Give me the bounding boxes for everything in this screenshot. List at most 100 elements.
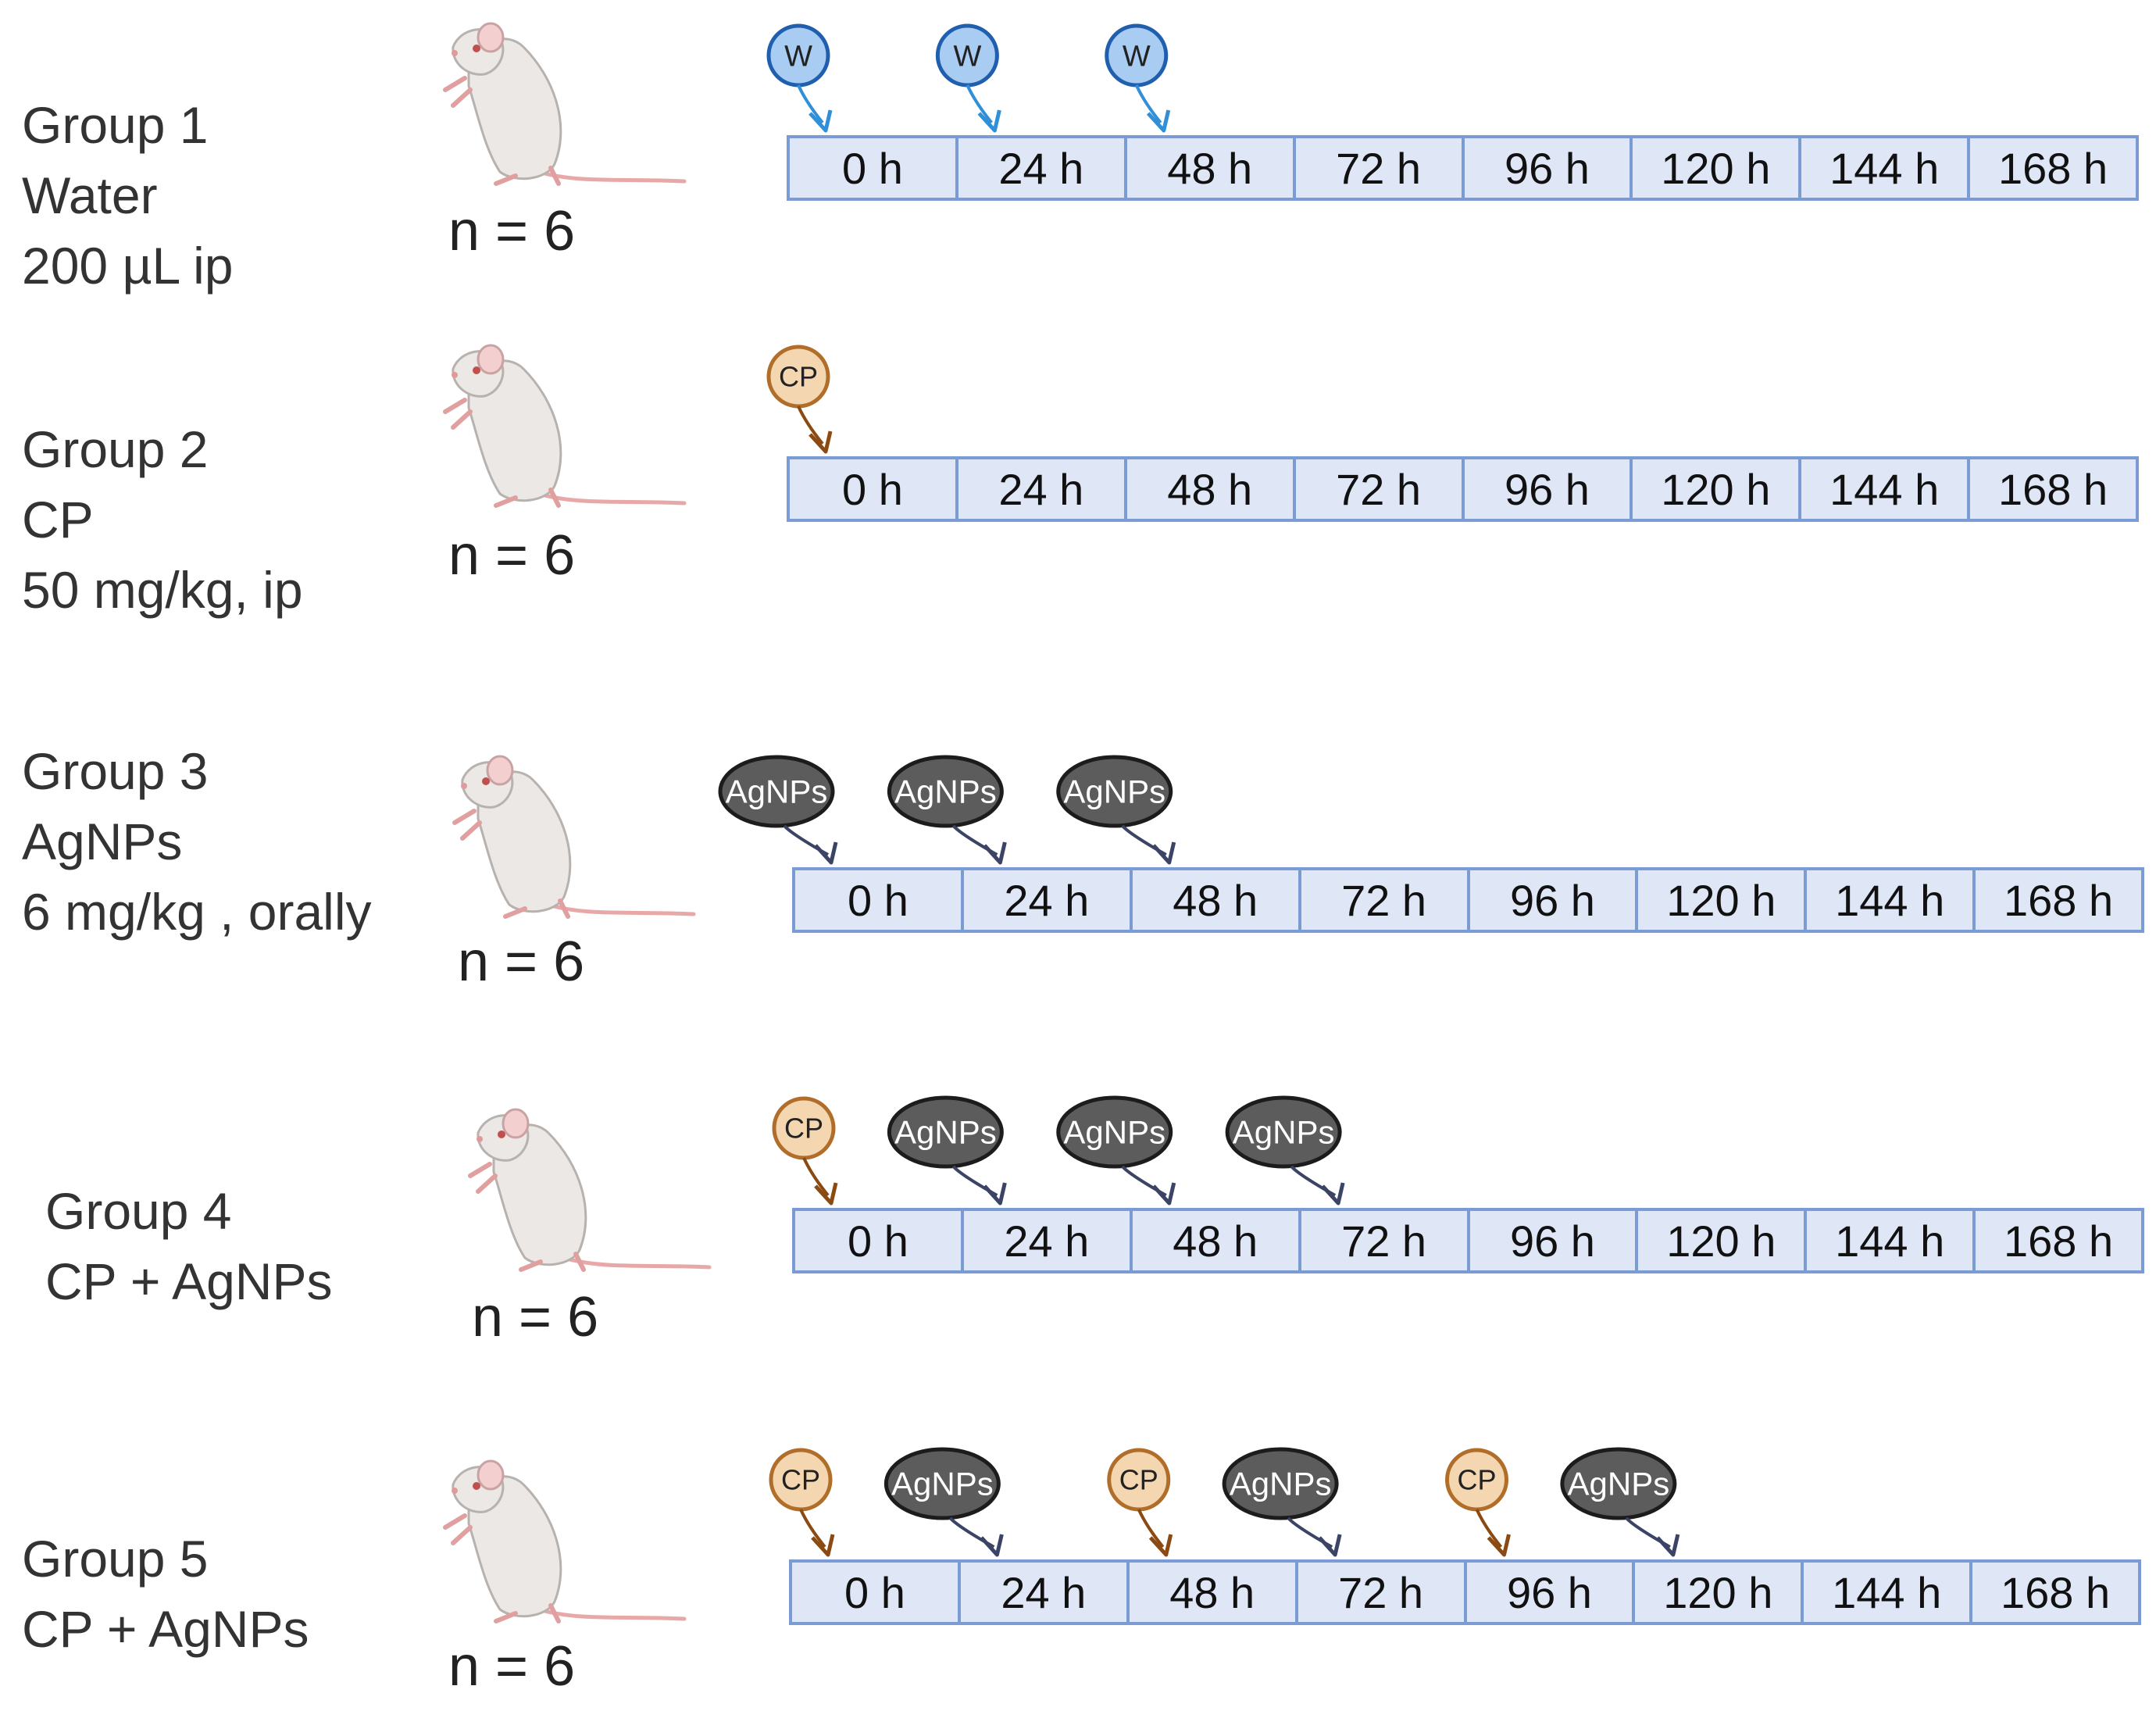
agnps-badge — [1222, 1447, 1339, 1520]
timepoint-cell: 168 h — [1972, 1211, 2141, 1270]
dose-marker-water: W — [1105, 23, 1171, 133]
timepoint-cell: 120 h — [1632, 1563, 1801, 1622]
timepoint-cell: 0 h — [844, 1567, 905, 1617]
arrow-head-icon — [811, 1534, 835, 1557]
dose-label: W — [953, 40, 981, 73]
dose-marker-cp: CP — [766, 345, 833, 454]
dose-label: AgNPs — [1568, 1466, 1670, 1502]
timepoint-cell: 168 h — [1969, 1563, 2138, 1622]
dose-arrow — [951, 1165, 998, 1197]
dose-marker-agnps: AgNPs — [883, 1447, 1004, 1557]
group-4-treatment: CP + AgNPs — [45, 1252, 333, 1310]
timepoint-cell: 48 h — [1123, 138, 1293, 198]
dose-arrow — [1121, 1165, 1167, 1197]
dose-marker-agnps: AgNPs — [887, 755, 1007, 865]
agnps-badge — [1225, 1095, 1342, 1169]
timepoint-cell: 24 h — [960, 870, 1130, 930]
cp-badge — [772, 1096, 836, 1160]
dose-arrow — [1287, 1516, 1333, 1548]
mouse-icon — [422, 1453, 687, 1641]
group-3-timeline: 0 h 24 h 48 h 72 h 96 h 120 h 144 h 168 … — [792, 867, 2144, 933]
timepoint-cell: 0 h — [842, 143, 903, 193]
group-2-n: n = 6 — [448, 524, 576, 587]
timepoint-cell: 168 h — [1972, 870, 2141, 930]
dose-marker-cp: CP — [769, 1448, 835, 1557]
timepoint-cell: 168 h — [1967, 459, 2136, 519]
dose-arrow — [1137, 1509, 1165, 1548]
dose-label: AgNPs — [891, 1466, 994, 1502]
dose-label: CP — [784, 1113, 823, 1145]
group-5-treatment: CP + AgNPs — [22, 1600, 309, 1658]
timepoint-cell: 120 h — [1629, 138, 1798, 198]
timepoint-cell: 72 h — [1298, 1211, 1467, 1270]
arrow-head-icon — [1146, 109, 1171, 133]
dose-marker-cp: CP — [772, 1096, 838, 1206]
group-1-label: Group 1 Water 200 µL ip — [22, 90, 233, 301]
arrow-head-icon — [1656, 1534, 1680, 1557]
cp-badge — [769, 1448, 833, 1512]
timepoint-cell: 24 h — [957, 1563, 1126, 1622]
timepoint-cell: 144 h — [1804, 870, 1972, 930]
dose-label: AgNPs — [1063, 773, 1165, 810]
timepoint-cell: 72 h — [1292, 459, 1462, 519]
group-2-dose: 50 mg/kg, ip — [22, 561, 303, 619]
agnps-badge — [718, 755, 835, 828]
timepoint-cell: 24 h — [955, 138, 1124, 198]
timepoint-cell: 120 h — [1635, 1211, 1804, 1270]
dose-label: W — [784, 40, 812, 73]
water-badge — [766, 23, 830, 88]
group-2-timeline: 0 h 24 h 48 h 72 h 96 h 120 h 144 h 168 … — [787, 456, 2139, 522]
dose-marker-water: W — [935, 23, 1001, 133]
dose-arrow — [948, 1516, 995, 1548]
timepoint-cell: 144 h — [1798, 459, 1967, 519]
timepoint-cell: 24 h — [960, 1211, 1130, 1270]
timepoint-cell: 48 h — [1129, 870, 1298, 930]
agnps-badge — [1560, 1447, 1677, 1520]
group-5-timeline: 0 h 24 h 48 h 72 h 96 h 120 h 144 h 168 … — [789, 1559, 2141, 1625]
timepoint-cell: 96 h — [1463, 1563, 1633, 1622]
timepoint-cell: 120 h — [1635, 870, 1804, 930]
agnps-badge — [1056, 1095, 1173, 1169]
dose-label: CP — [779, 361, 818, 393]
arrow-head-icon — [1148, 1534, 1173, 1557]
timepoint-cell: 144 h — [1804, 1211, 1972, 1270]
cp-badge — [1107, 1448, 1171, 1512]
group-3-dose: 6 mg/kg , orally — [22, 883, 372, 941]
group-1-timeline: 0 h 24 h 48 h 72 h 96 h 120 h 144 h 168 … — [787, 135, 2139, 201]
dose-label: AgNPs — [1230, 1466, 1332, 1502]
dose-label: AgNPs — [894, 773, 997, 810]
dose-arrow — [966, 84, 993, 124]
arrow-head-icon — [983, 841, 1007, 865]
group-2-treatment: CP — [22, 491, 94, 548]
timepoint-cell: 96 h — [1466, 870, 1636, 930]
mouse-icon — [431, 748, 697, 936]
dose-label: CP — [1457, 1464, 1496, 1496]
dose-marker-cp: CP — [1107, 1448, 1173, 1557]
dose-arrow — [1290, 1165, 1337, 1197]
group-2-title: Group 2 — [22, 420, 209, 478]
arrow-head-icon — [980, 1534, 1004, 1557]
arrow-head-icon — [977, 109, 1001, 133]
dose-label: AgNPs — [1233, 1114, 1335, 1151]
group-5-title: Group 5 — [22, 1530, 209, 1588]
dose-arrow — [1121, 824, 1167, 856]
group-4-title: Group 4 — [45, 1182, 232, 1240]
dose-marker-agnps: AgNPs — [1560, 1447, 1680, 1557]
dose-arrow — [1625, 1516, 1671, 1548]
group-3-n: n = 6 — [458, 931, 585, 993]
dose-label: AgNPs — [894, 1114, 997, 1151]
group-2-label: Group 2 CP 50 mg/kg, ip — [22, 414, 303, 625]
timepoint-cell: 96 h — [1461, 138, 1630, 198]
arrow-head-icon — [814, 841, 838, 865]
group-1-n: n = 6 — [448, 200, 576, 263]
dose-marker-water: W — [766, 23, 833, 133]
mouse-icon — [422, 16, 687, 203]
group-5-label: Group 5 CP + AgNPs — [22, 1523, 309, 1664]
cp-badge — [1445, 1448, 1508, 1512]
group-3-title: Group 3 — [22, 742, 209, 800]
agnps-badge — [887, 755, 1004, 828]
timepoint-cell: 24 h — [955, 459, 1124, 519]
dose-marker-agnps: AgNPs — [1225, 1095, 1345, 1206]
arrow-head-icon — [1151, 841, 1176, 865]
timepoint-cell: 144 h — [1798, 138, 1967, 198]
